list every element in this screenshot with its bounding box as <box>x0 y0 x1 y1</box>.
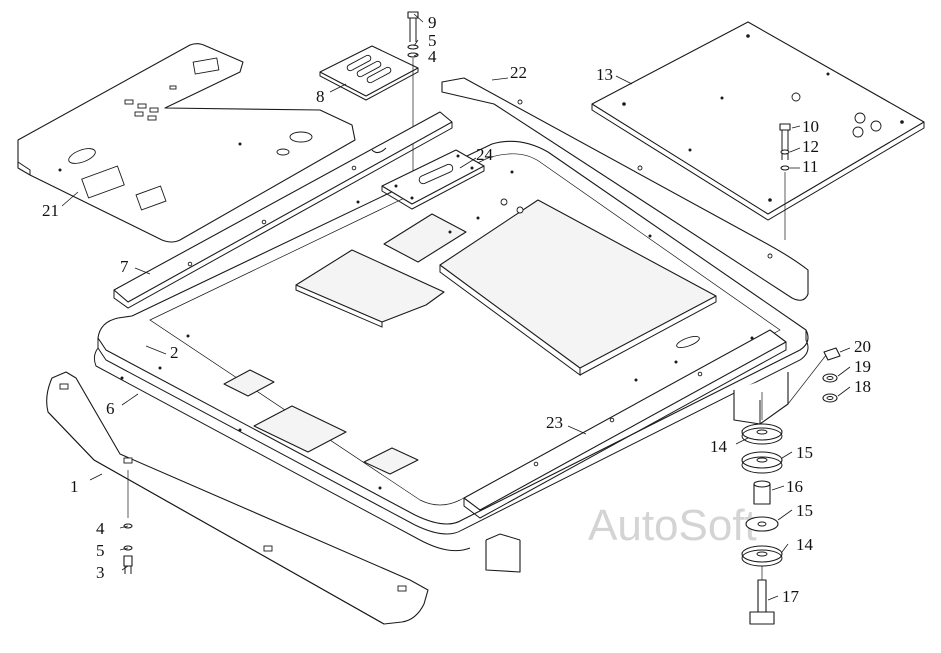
callout-4-lower: 4 <box>96 519 105 538</box>
callout-14-lower: 14 <box>796 535 814 554</box>
callout-22: 22 <box>510 63 527 82</box>
callout-14-upper: 14 <box>710 437 728 456</box>
callout-leaders <box>61 13 851 601</box>
callout-12: 12 <box>802 137 819 156</box>
callout-5-lower: 5 <box>96 541 105 560</box>
part-7-left-strip <box>113 111 453 309</box>
part-6-lower-rim <box>93 347 471 552</box>
callout-1: 1 <box>70 477 79 496</box>
callout-19: 19 <box>854 357 871 376</box>
part-21-console-panel <box>17 43 356 243</box>
callout-17: 17 <box>782 587 800 606</box>
callout-13: 13 <box>596 65 613 84</box>
bolt-3-washer-5-4 <box>123 470 133 574</box>
callout-15-upper: 15 <box>796 443 813 462</box>
callout-20: 20 <box>854 337 871 356</box>
frame-supports <box>485 372 789 573</box>
callout-18: 18 <box>854 377 871 396</box>
part-1-bumper-cover <box>46 371 429 625</box>
callout-11: 11 <box>802 157 818 176</box>
callout-6: 6 <box>106 399 115 418</box>
callout-7: 7 <box>120 257 129 276</box>
callout-labels: 1 2 3 4 5 6 7 8 9 5 4 10 11 12 13 14 15 … <box>42 13 871 606</box>
watermark-text: AutoSoft <box>588 501 757 550</box>
callout-21: 21 <box>42 201 59 220</box>
callout-24: 24 <box>476 145 494 164</box>
part-23-front-strip <box>463 329 787 519</box>
part-22-right-strip <box>441 77 809 301</box>
part-13-square-plate <box>591 21 925 221</box>
part-8-cover-plate <box>319 45 419 101</box>
bolt-10-washer-12-nut-11 <box>779 123 791 240</box>
callout-15-lower: 15 <box>796 501 813 520</box>
callout-5-upper: 5 <box>428 31 437 50</box>
callout-3: 3 <box>96 563 105 582</box>
callout-2: 2 <box>170 343 179 362</box>
part-2-main-frame <box>97 140 809 535</box>
mount-stack <box>741 347 841 625</box>
callout-10: 10 <box>802 117 819 136</box>
part-24-inspection-plate <box>381 149 485 210</box>
callout-4-upper: 4 <box>428 47 437 66</box>
callout-16: 16 <box>786 477 803 496</box>
callout-9: 9 <box>428 13 437 32</box>
callout-8: 8 <box>316 87 325 106</box>
callout-23: 23 <box>546 413 563 432</box>
